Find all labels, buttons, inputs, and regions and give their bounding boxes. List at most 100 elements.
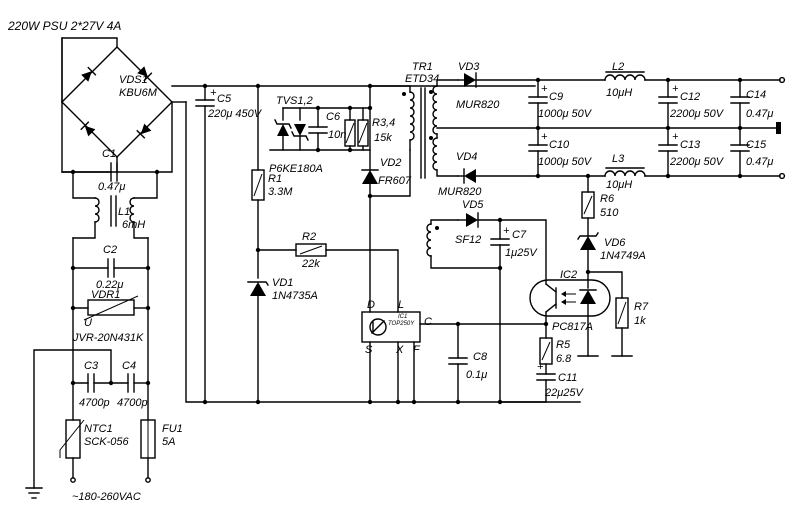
vd4-ref: VD4 bbox=[456, 151, 477, 163]
l2-value: 10μH bbox=[606, 87, 632, 99]
ground-symbol bbox=[25, 487, 43, 499]
ic1-ref: IC1 bbox=[398, 314, 407, 320]
r2-ref: R2 bbox=[302, 231, 316, 243]
c5-ref: C5 bbox=[217, 93, 232, 105]
c11-value: 22μ25V bbox=[544, 387, 584, 399]
vdr1-value: JVR-20N431K bbox=[72, 332, 144, 344]
c9-value: 1000μ 50V bbox=[538, 108, 593, 120]
capacitor-c7: + C7 1μ25V bbox=[490, 219, 538, 403]
vds1-ref: VDS1 bbox=[119, 74, 148, 86]
vd2-ref: VD2 bbox=[380, 157, 401, 169]
ic1-pin-l: L bbox=[398, 299, 404, 311]
vd3-value: MUR820 bbox=[456, 99, 500, 111]
output-terminal-negative bbox=[778, 172, 786, 180]
fu1-value: 5A bbox=[162, 436, 175, 448]
varistor-vdr1: VDR1 U JVR-20N431K bbox=[72, 267, 149, 384]
c8-value: 0.1μ bbox=[466, 369, 487, 381]
ic1-pin-x: X bbox=[395, 344, 404, 356]
ic1-pin-f: F bbox=[413, 344, 421, 356]
c14-value: 0.47μ bbox=[746, 108, 773, 120]
tr1-ref: TR1 bbox=[412, 61, 433, 73]
vd5-value: SF12 bbox=[455, 234, 481, 246]
ntc1-value: SCK-056 bbox=[84, 436, 130, 448]
c7-plus: + bbox=[503, 225, 510, 237]
bridge-rectifier-vds1: VDS1 KBU6M bbox=[61, 46, 173, 158]
c4-value: 4700p bbox=[117, 397, 148, 409]
c13-ref: C13 bbox=[680, 139, 701, 151]
c1-ref: C1 bbox=[102, 148, 116, 160]
resistor-r2: R2 22k bbox=[257, 231, 399, 313]
input-label: ~180-260VAC bbox=[72, 491, 141, 503]
c10-ref: C10 bbox=[549, 139, 570, 151]
fuse-fu1: FU1 5A bbox=[140, 382, 183, 479]
ic1-pin-c: C bbox=[424, 316, 432, 328]
c11-plus: + bbox=[537, 361, 544, 373]
transformer-tr1: TR1 ETD34 bbox=[369, 61, 439, 179]
optocoupler-ic2: IC2 PC817A bbox=[499, 219, 611, 357]
vd4-value: MUR820 bbox=[438, 186, 482, 198]
capacitor-c11: + C11 22μ25V bbox=[499, 361, 584, 403]
vds1-value: KBU6M bbox=[119, 87, 158, 99]
capacitor-c3: C3 4700p bbox=[72, 360, 112, 409]
l3-ref: L3 bbox=[612, 153, 625, 165]
c3-ref: C3 bbox=[84, 360, 99, 372]
tr1-value: ETD34 bbox=[405, 73, 439, 85]
r2-value: 22k bbox=[301, 258, 320, 270]
capacitor-c12: + C12 2200μ 50V bbox=[658, 79, 725, 129]
c13-value: 2200μ 50V bbox=[669, 156, 725, 168]
r5-value: 6.8 bbox=[556, 353, 572, 365]
diode-vd5: VD5 SF12 bbox=[455, 199, 501, 246]
diode-vd3: VD3 MUR820 bbox=[456, 61, 606, 111]
capacitor-c5: + C5 220μ 450V bbox=[195, 85, 263, 403]
c3-value: 4700p bbox=[79, 397, 110, 409]
resistor-r1: R1 3.3M bbox=[251, 85, 293, 279]
c10-plus: + bbox=[541, 131, 548, 143]
r5-ref: R5 bbox=[556, 339, 571, 351]
title: 220W PSU 2*27V 4A bbox=[7, 19, 121, 33]
ic2-value: PC817A bbox=[552, 321, 593, 333]
capacitor-c2: C2 0.22μ bbox=[72, 237, 149, 291]
c12-ref: C12 bbox=[680, 91, 700, 103]
vd5-ref: VD5 bbox=[462, 199, 484, 211]
vd1-ref: VD1 bbox=[272, 277, 293, 289]
r6-ref: R6 bbox=[600, 193, 615, 205]
vd6-value: 1N4749A bbox=[600, 250, 646, 262]
c2-value: 0.22μ bbox=[96, 279, 123, 291]
transformer-aux-winding bbox=[426, 219, 501, 269]
c15-value: 0.47μ bbox=[746, 156, 773, 168]
c6-value: 10n bbox=[328, 129, 346, 141]
l1-value: 6mH bbox=[122, 219, 145, 231]
tvs-value: P6KE180A bbox=[269, 163, 323, 175]
c5-value: 220μ 450V bbox=[207, 108, 263, 120]
vdr1-pin: U bbox=[84, 317, 92, 329]
c12-value: 2200μ 50V bbox=[669, 108, 725, 120]
tvs-diodes: TVS1,2 P6KE180A bbox=[269, 95, 323, 175]
c7-value: 1μ25V bbox=[505, 247, 538, 259]
vdr1-ref: VDR1 bbox=[91, 289, 120, 301]
c11-ref: C11 bbox=[558, 372, 577, 384]
vd3-ref: VD3 bbox=[458, 61, 480, 73]
c15-ref: C15 bbox=[746, 139, 767, 151]
tvs-ref: TVS1,2 bbox=[276, 95, 313, 107]
zener-vd1: VD1 1N4735A bbox=[247, 277, 318, 403]
r6-value: 510 bbox=[600, 207, 619, 219]
c2-ref: C2 bbox=[103, 244, 117, 256]
c10-value: 1000μ 50V bbox=[538, 156, 593, 168]
c9-plus: + bbox=[541, 83, 548, 95]
capacitor-c9: + C9 1000μ 50V bbox=[528, 79, 593, 129]
c14-ref: C14 bbox=[746, 89, 766, 101]
capacitor-c6: C6 10n bbox=[308, 107, 346, 151]
capacitor-c4: C4 4700p bbox=[110, 360, 149, 409]
fu1-ref: FU1 bbox=[162, 423, 183, 435]
resistor-r5: R5 6.8 bbox=[539, 323, 572, 375]
c4-ref: C4 bbox=[122, 360, 136, 372]
r34-ref: R3,4 bbox=[372, 117, 395, 129]
l2-ref: L2 bbox=[612, 61, 624, 73]
c1-value: 0.47μ bbox=[98, 181, 125, 193]
c5-plus: + bbox=[210, 87, 217, 99]
output-terminal-positive bbox=[778, 76, 786, 84]
ic2-ref: IC2 bbox=[560, 269, 577, 281]
r1-value: 3.3M bbox=[268, 186, 293, 198]
thermistor-ntc1: NTC1 SCK-056 bbox=[59, 382, 130, 479]
